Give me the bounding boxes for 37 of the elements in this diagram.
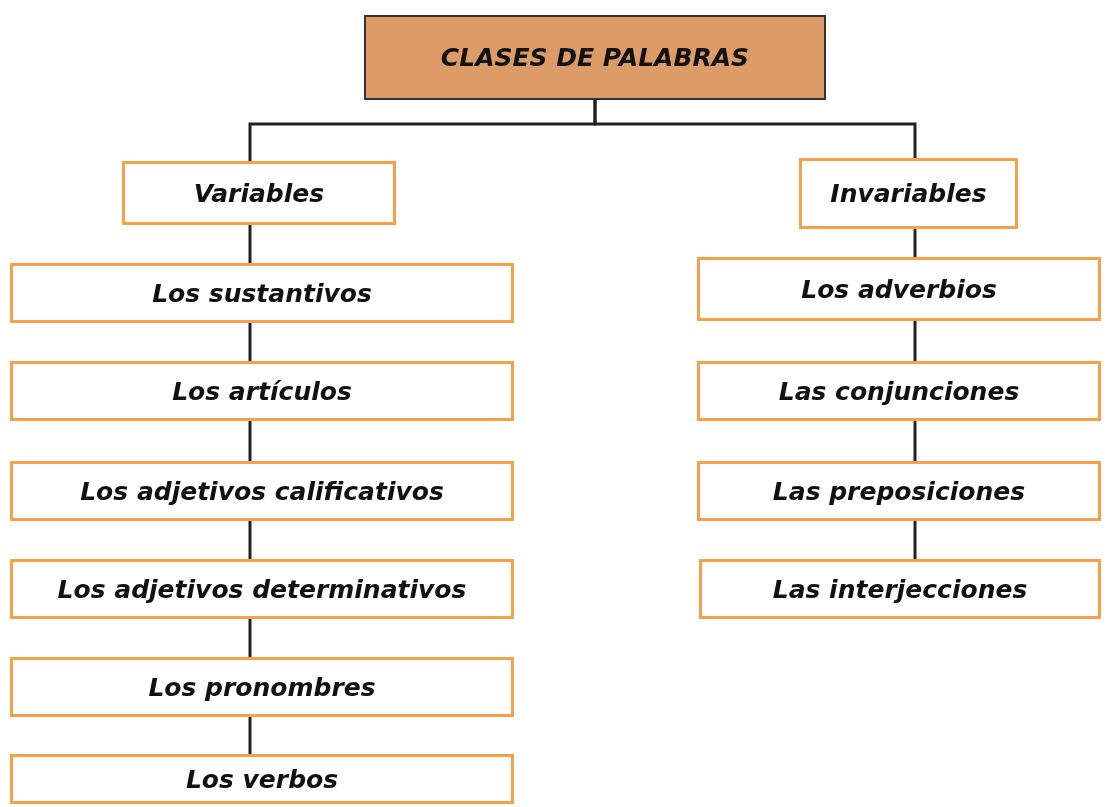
connector-line [248, 619, 252, 657]
node-label: Variables [193, 178, 325, 208]
node-label: Las preposiciones [772, 476, 1026, 506]
connector-line [593, 100, 917, 158]
category-box [10, 657, 514, 717]
connector-line [913, 229, 917, 257]
category-box [697, 361, 1101, 421]
connector-line [913, 421, 917, 461]
category-box [10, 263, 514, 323]
node-label: Los artículos [172, 376, 352, 406]
node-label: Los sustantivos [152, 278, 372, 308]
category-box [697, 461, 1101, 521]
node-label: Invariables [830, 179, 987, 208]
node-label: Los pronombres [148, 672, 376, 702]
connector-line [913, 521, 917, 559]
category-box [122, 161, 396, 225]
connector-line [248, 717, 252, 754]
node-label: Las conjunciones [778, 376, 1020, 406]
connector-line [248, 323, 252, 361]
category-box [799, 158, 1018, 229]
node-label: Los adverbios [801, 274, 997, 304]
title-box [364, 15, 826, 100]
category-box [10, 361, 514, 421]
category-box [10, 559, 514, 619]
node-label: Los adjetivos calificativos [80, 476, 444, 506]
node-label: Los adjetivos determinativos [57, 574, 467, 604]
category-box [10, 754, 514, 804]
connector-line [248, 521, 252, 559]
category-box [697, 257, 1101, 321]
node-label: CLASES DE PALABRAS [440, 43, 750, 72]
category-box [10, 461, 514, 521]
connector-line [913, 321, 917, 361]
node-label: Los verbos [185, 764, 339, 794]
connector-line [248, 421, 252, 461]
connector-line [248, 225, 252, 263]
node-label: Las interjecciones [772, 574, 1028, 604]
category-box [699, 559, 1101, 619]
